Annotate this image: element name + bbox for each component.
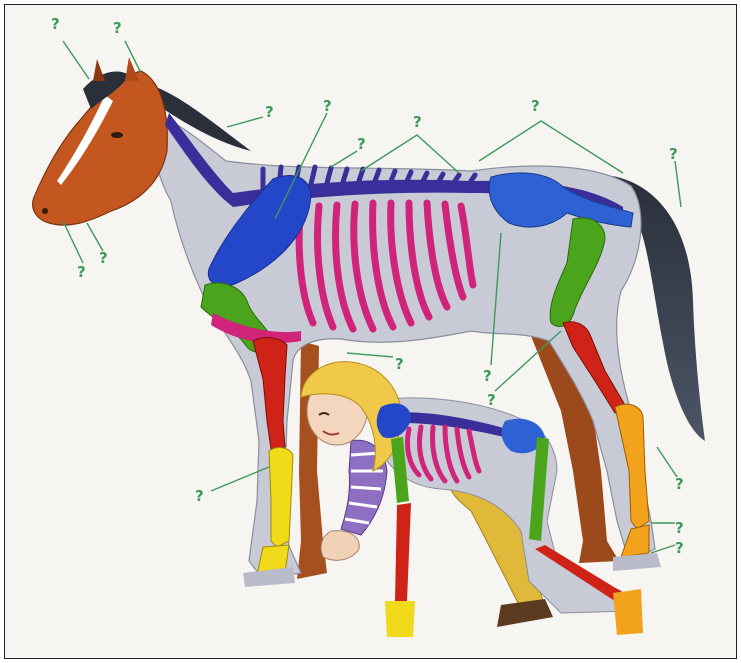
child-hand bbox=[321, 531, 359, 561]
horse-eye bbox=[111, 132, 123, 138]
label-mane: ? bbox=[51, 15, 60, 33]
horse-nostril bbox=[42, 208, 48, 214]
skeleton-comparison-illustration: ? ? ? ? ? ? ? ? ? ? ? ? ? ? ? ? ? bbox=[5, 5, 736, 658]
label-cannon: ? bbox=[195, 487, 204, 505]
label-hock: ? bbox=[675, 475, 684, 493]
label-lumbar-vertebrae: ? bbox=[531, 97, 540, 115]
label-stifle: ? bbox=[487, 391, 496, 409]
label-tail: ? bbox=[669, 145, 678, 163]
horse-hind-hoof bbox=[613, 553, 661, 571]
child-hand-bones bbox=[385, 601, 415, 637]
label-chin: ? bbox=[99, 249, 108, 267]
child-shoe bbox=[497, 599, 553, 627]
child-forearm bbox=[395, 503, 411, 601]
horse-ear-left bbox=[93, 59, 105, 81]
label-scapula: ? bbox=[323, 97, 332, 115]
horse-fore-cannon bbox=[269, 448, 293, 547]
horse-ear-right bbox=[125, 57, 139, 81]
label-neck: ? bbox=[265, 103, 274, 121]
label-ear: ? bbox=[113, 19, 122, 37]
label-thoracic-vertebrae: ? bbox=[413, 113, 422, 131]
label-withers: ? bbox=[357, 135, 366, 153]
label-fetlock: ? bbox=[675, 519, 684, 537]
child-foot-bones bbox=[613, 589, 643, 635]
label-elbow: ? bbox=[395, 355, 404, 373]
label-flank: ? bbox=[483, 367, 492, 385]
horse-front-hoof bbox=[243, 567, 295, 587]
label-hoof: ? bbox=[675, 539, 684, 557]
label-muzzle: ? bbox=[77, 263, 86, 281]
diagram-frame: ? ? ? ? ? ? ? ? ? ? ? ? ? ? ? ? ? bbox=[4, 4, 737, 659]
